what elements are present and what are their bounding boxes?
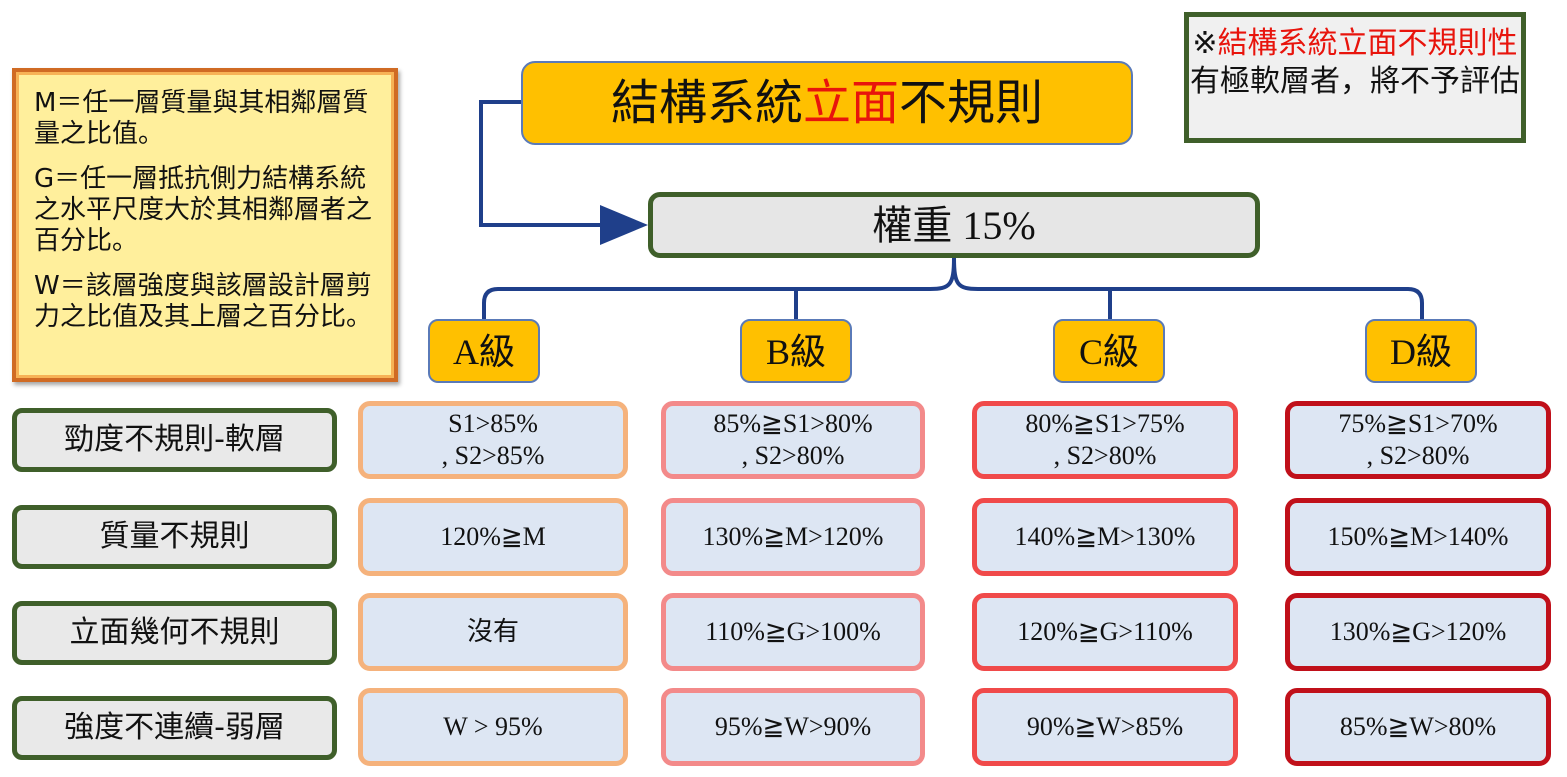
grade-d: D級 (1365, 319, 1477, 383)
title-to-weight-arrow (479, 100, 648, 245)
cell-stiffness-c: 80%≧S1>75% , S2>80% (972, 401, 1238, 479)
row-label-geometry: 立面幾何不規則 (12, 601, 337, 665)
row-label-stiffness: 勁度不規則-軟層 (12, 408, 337, 472)
title-part1: 結構系統 (610, 75, 803, 131)
note-highlight: 結構系統立面不規則性 (1217, 26, 1518, 61)
cell-strength-d: 85%≧W>80% (1285, 688, 1551, 766)
cell-strength-c: 90%≧W>85% (972, 688, 1238, 766)
weight-branch-line-right (952, 257, 1424, 319)
grade-b: B級 (740, 319, 852, 383)
grade-a: A級 (428, 319, 540, 383)
cell-geometry-b: 110%≧G>100% (661, 593, 925, 671)
cell-geometry-a: 沒有 (358, 593, 628, 671)
grade-c: C級 (1053, 319, 1165, 383)
legend-w-definition: W＝該層強度與該層設計層剪力之比值及其上層之百分比。 (34, 271, 373, 332)
cell-stiffness-b: 85%≧S1>80% , S2>80% (661, 401, 925, 479)
weight-branch-line (482, 257, 956, 319)
cell-stiffness-a: S1>85% , S2>85% (358, 401, 628, 479)
cell-mass-a: 120%≧M (358, 498, 628, 576)
note-mark: ※ (1192, 26, 1218, 61)
legend-m-definition: M＝任一層質量與其相鄰層質量之比值。 (34, 88, 369, 149)
cell-strength-a: W > 95% (358, 688, 628, 766)
legend-g-definition: G＝任一層抵抗側力結構系統之水平尺度大於其相鄰層者之百分比。 (34, 164, 373, 256)
note-rest: 有極軟層者，將不予評估 (1190, 64, 1520, 99)
cell-mass-d: 150%≧M>140% (1285, 498, 1551, 576)
definition-legend: M＝任一層質量與其相鄰層質量之比值。 G＝任一層抵抗側力結構系統之水平尺度大於其… (12, 68, 398, 382)
cell-mass-b: 130%≧M>120% (661, 498, 925, 576)
title-part2: 不規則 (899, 75, 1044, 131)
exclusion-note: ※結構系統立面不規則性有極軟層者，將不予評估 (1184, 12, 1526, 143)
diagram-title: 結構系統立面不規則 (521, 61, 1133, 145)
cell-mass-c: 140%≧M>130% (972, 498, 1238, 576)
cell-geometry-c: 120%≧G>110% (972, 593, 1238, 671)
cell-strength-b: 95%≧W>90% (661, 688, 925, 766)
row-label-mass: 質量不規則 (12, 505, 337, 569)
row-label-strength: 強度不連續-弱層 (12, 696, 337, 760)
cell-geometry-d: 130%≧G>120% (1285, 593, 1551, 671)
weight-box: 權重 15% (648, 192, 1260, 258)
cell-stiffness-d: 75%≧S1>70% , S2>80% (1285, 401, 1551, 479)
title-highlight: 立面 (802, 75, 899, 131)
